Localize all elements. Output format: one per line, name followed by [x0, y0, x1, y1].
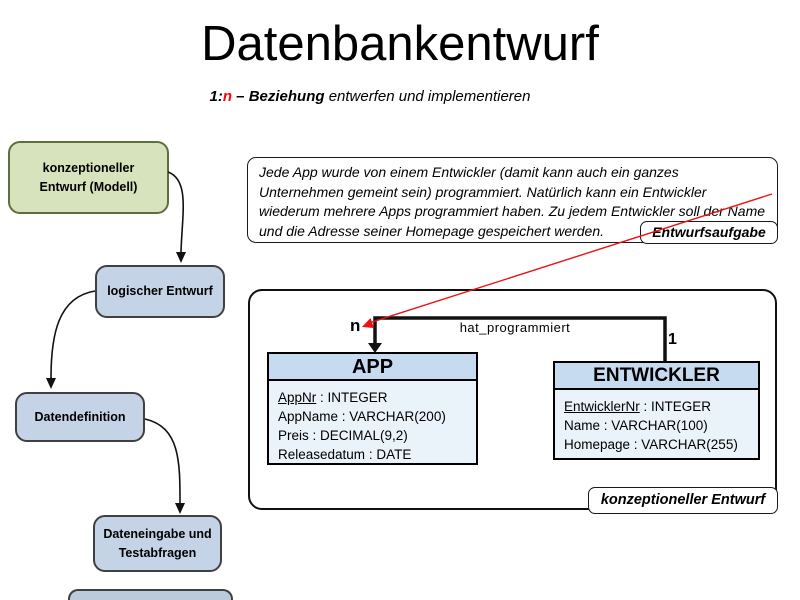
relationship-name-label: hat_programmiert: [459, 320, 571, 335]
flow-step-dateneingabe-testabfragen: Dateneingabe und Testabfragen: [93, 515, 222, 572]
entity-attrs-entwickler: EntwicklerNr : INTEGER Name : VARCHAR(10…: [555, 390, 758, 454]
subtitle-cardinality-n: n: [222, 88, 233, 105]
cardinality-1-label: 1: [668, 331, 677, 348]
flow-step-label: Datendefinition: [34, 409, 126, 424]
entity-attr-row: AppNr : INTEGER: [278, 388, 476, 407]
entity-attr-row: AppName : VARCHAR(200): [278, 407, 476, 426]
attr-name: Name: [564, 418, 601, 433]
attr-type: : INTEGER: [316, 390, 388, 405]
cardinality-n-label: n: [350, 316, 361, 335]
er-container-label: konzeptioneller Entwurf: [588, 487, 778, 514]
flow-step-label: logischer Entwurf: [107, 284, 213, 299]
flow-step-label: Dateneingabe und Testabfragen: [103, 527, 212, 560]
subtitle-ratio-prefix: 1:: [209, 88, 223, 105]
entity-header-app: APP: [269, 354, 476, 381]
attr-name: Preis: [278, 428, 309, 443]
entity-attr-row: Preis : DECIMAL(9,2): [278, 426, 476, 445]
flow-step-konzeptioneller-entwurf: konzeptioneller Entwurf (Modell): [8, 141, 169, 214]
entity-table-entwickler: ENTWICKLER EntwicklerNr : INTEGER Name :…: [553, 361, 760, 460]
flow-step-cutoff-box: [68, 589, 233, 600]
flow-step-datendefinition: Datendefinition: [15, 392, 145, 442]
attr-name: EntwicklerNr: [564, 399, 640, 414]
entity-attr-row: Homepage : VARCHAR(255): [564, 435, 758, 454]
flow-arrow-1: [167, 171, 184, 253]
attr-name: AppNr: [278, 390, 317, 405]
entity-table-app: APP AppNr : INTEGER AppName : VARCHAR(20…: [267, 352, 478, 465]
attr-name: Releasedatum: [278, 447, 366, 462]
flow-arrow-3-head: [175, 503, 185, 514]
page-title: Datenbankentwurf: [201, 17, 599, 71]
task-box-label-text: Entwurfsaufgabe: [652, 224, 766, 240]
subtitle-regular-text: entwerfen und implementieren: [324, 88, 531, 105]
attr-type: : VARCHAR(100): [600, 418, 708, 433]
attr-type: : VARCHAR(255): [630, 437, 738, 452]
subtitle-bold-text: – Beziehung: [232, 88, 325, 105]
attr-type: : DECIMAL(9,2): [308, 428, 408, 443]
er-container-label-text: konzeptioneller Entwurf: [600, 492, 766, 508]
attr-name: Homepage: [564, 437, 631, 452]
flow-arrow-1-head: [176, 252, 186, 263]
page-subtitle: 1:n – Beziehung entwerfen und implementi…: [0, 88, 740, 105]
attr-name: AppName: [278, 409, 339, 424]
entity-attr-row: EntwicklerNr : INTEGER: [564, 397, 758, 416]
flow-step-logischer-entwurf: logischer Entwurf: [95, 265, 225, 318]
flow-step-label: konzeptioneller Entwurf (Modell): [39, 161, 138, 194]
flow-arrow-3: [144, 418, 181, 504]
task-box-label: Entwurfsaufgabe: [640, 221, 778, 244]
flow-arrow-2: [50, 290, 96, 379]
attr-type: : DATE: [365, 447, 412, 462]
attr-type: : INTEGER: [639, 399, 712, 414]
entity-attr-row: Releasedatum : DATE: [278, 445, 476, 464]
flow-arrow-2-head: [46, 378, 56, 389]
attr-type: : VARCHAR(200): [338, 409, 446, 424]
entity-attrs-app: AppNr : INTEGER AppName : VARCHAR(200) P…: [269, 381, 476, 464]
entity-header-entwickler: ENTWICKLER: [555, 363, 758, 390]
entity-attr-row: Name : VARCHAR(100): [564, 416, 758, 435]
